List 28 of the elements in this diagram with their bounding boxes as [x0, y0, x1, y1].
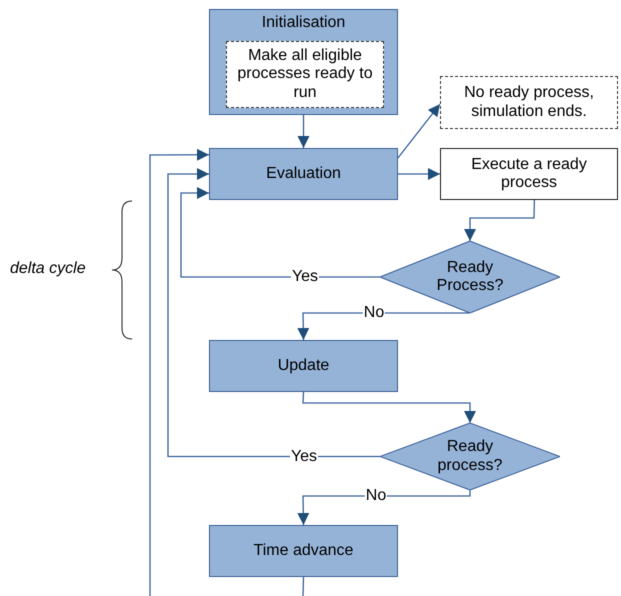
arrow — [302, 392, 476, 423]
node-text: Initialisation — [260, 14, 346, 32]
node-text: Evaluation — [265, 164, 342, 184]
bracket-label: delta cycle — [10, 259, 86, 279]
decision-diamond — [380, 423, 560, 490]
arrow — [149, 148, 209, 596]
arrow — [464, 200, 535, 241]
process-box — [209, 525, 398, 577]
arrow — [167, 168, 380, 458]
arrow — [398, 168, 440, 180]
process-box — [209, 340, 398, 392]
process-box — [209, 148, 398, 200]
node-text: Make all eligible processes ready to run — [236, 46, 374, 102]
note-box — [226, 41, 384, 108]
arrow — [180, 187, 380, 278]
node-text: Execute a ready process — [470, 156, 588, 192]
node-text: Ready process? — [436, 438, 504, 475]
node-text: No ready process, simulation ends. — [463, 84, 595, 121]
process-box — [440, 148, 618, 200]
process-box — [209, 9, 398, 115]
arrow — [298, 115, 310, 148]
node-text: Time advance — [252, 542, 354, 560]
arrow — [297, 312, 470, 340]
arrow — [397, 104, 441, 158]
arrow — [297, 490, 471, 526]
note-box — [440, 76, 618, 129]
node-text: Update — [276, 356, 330, 376]
node-text: Ready Process? — [436, 258, 504, 296]
